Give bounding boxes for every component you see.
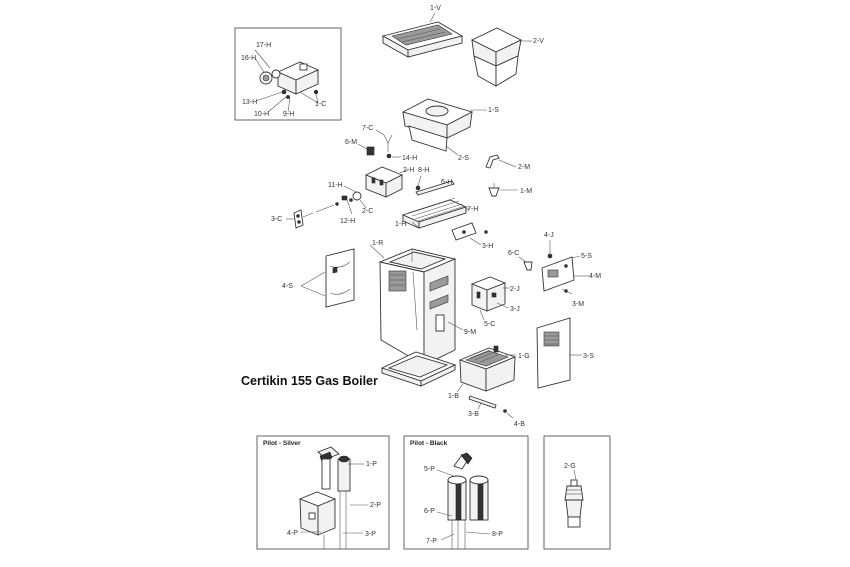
part-2-v-flue-cap [470,27,532,87]
label-3-b: 3-B [468,411,479,418]
label-2-g: 2-G [564,463,576,470]
part-3-c-bracket [286,202,339,229]
label-3-m: 3-M [572,301,584,308]
part-11-h-12-h-2-c [341,185,367,215]
label-6-m: 6-M [345,139,357,146]
part-2-m-1-m-sensors [485,154,518,197]
label-2-p: 2-P [370,502,381,509]
part-1-s-flue-hood [401,98,487,156]
label-3-c: 3-C [271,216,282,223]
part-1-h-burner-assembly [401,197,470,229]
label-3-p: 3-P [365,531,376,538]
label-4-m: 4-M [589,273,601,280]
part-7-c-6-m-14-h [357,129,401,159]
label-5-s: 5-S [581,253,592,260]
label-2-m: 2-M [518,164,530,171]
label-1-v: 1-V [430,5,441,12]
label-2-j: 2-J [510,286,520,293]
label-4-b: 4-B [514,421,525,428]
label-14-h: 14-H [402,155,417,162]
leader-8-h [417,175,422,187]
part-1-v-top-panel [381,12,464,58]
part-2-j-control-module [470,276,510,321]
pilot-black-title: Pilot - Black [410,440,448,447]
label-6-p: 6-P [424,508,435,515]
part-3-s-front-panel [536,317,582,389]
label-17-h: 17-H [256,42,271,49]
label-5-p: 5-P [424,466,435,473]
label-4-p: 4-P [287,530,298,537]
part-1-r-cabinet [369,244,464,366]
label-4-s: 4-S [282,283,293,290]
label-9-m: 9-M [464,329,476,336]
part-5-s-side-module [518,240,589,295]
label-6-h: 6-H [441,179,452,186]
label-9-h: 9-H [283,111,294,118]
part-4-s-side-panel [300,248,355,308]
label-7-p: 7-P [426,538,437,545]
part-3-h-bracket [451,222,488,246]
label-1-h: 1-H [395,221,406,228]
label-10-h: 10-H [254,111,269,118]
label-1-m: 1-M [520,188,532,195]
gas-valve-inset-frame [234,27,342,121]
pilot-silver-inset-frame [256,435,390,550]
label-1-c: 1-C [315,101,326,108]
label-13-h: 13-H [242,99,257,106]
part-3-b-4-b-rod [468,395,514,419]
part-2-h-gas-valve [364,166,409,198]
part-base-tray [380,351,457,387]
label-3-s: 3-S [583,353,594,360]
part-2-g-fitting [564,469,584,528]
label-11-h: 11-H [328,182,343,189]
label-5-c: 5-C [484,321,495,328]
label-1-g: 1-G [518,353,530,360]
label-2-s: 2-S [458,155,469,162]
part-pilot-black-assembly [436,452,491,549]
orifice-2-g-inset-frame [543,435,611,550]
label-2-v: 2-V [533,38,544,45]
label-3-h: 3-H [482,243,493,250]
label-1-s: 1-S [488,107,499,114]
pilot-black-inset-frame [403,435,529,550]
label-7-c: 7-C [362,125,373,132]
label-7-h: 7-H [467,206,478,213]
label-12-h: 12-H [340,218,355,225]
label-8-h: 8-H [418,167,429,174]
label-8-p: 8-P [492,531,503,538]
label-1-b: 1-B [448,393,459,400]
label-3-j: 3-J [510,306,520,313]
part-1-g-heat-exchanger [456,345,517,393]
label-2-h: 2-H [403,167,414,174]
label-1-p: 1-P [366,461,377,468]
label-4-j: 4-J [544,232,554,239]
pilot-silver-title: Pilot - Silver [263,440,301,447]
label-6-c: 6-C [508,250,519,257]
label-1-r: 1-R [372,240,383,247]
part-8-h-orifice [415,185,421,191]
diagram-title: Certikin 155 Gas Boiler [241,374,378,388]
part-gas-valve-inset [254,49,320,113]
label-2-c: 2-C [362,208,373,215]
part-6-h-rod [415,180,455,196]
part-pilot-silver-assembly [298,446,368,549]
label-16-h: 16-H [241,55,256,62]
